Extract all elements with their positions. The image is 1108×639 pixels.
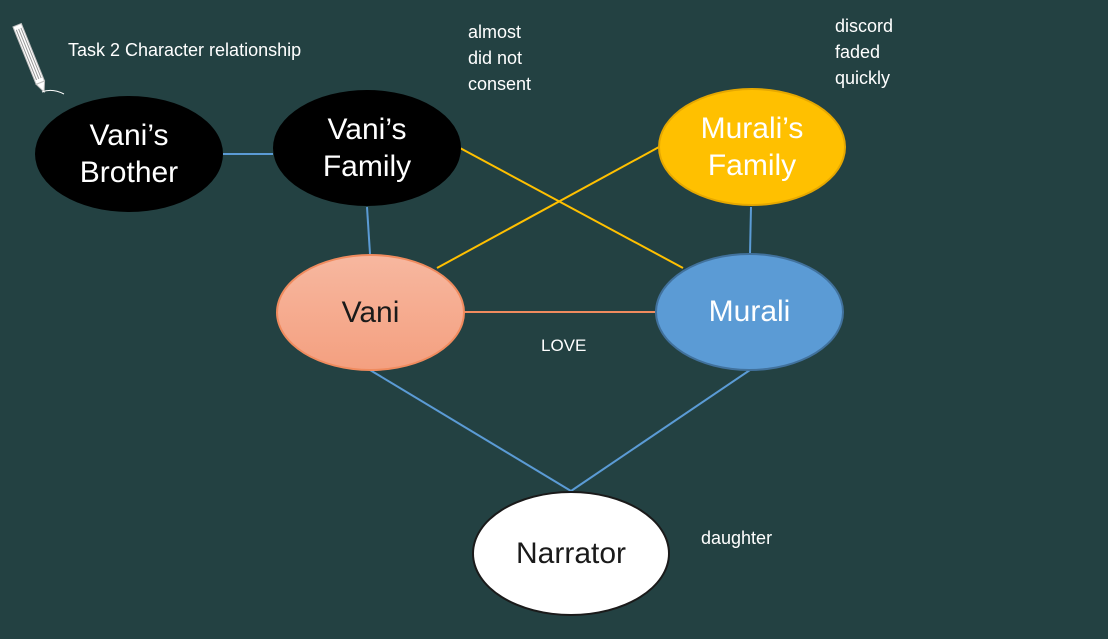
- annotation-consent-line2: did not: [468, 48, 523, 68]
- annotation-love: LOVE: [541, 336, 587, 355]
- node-murali-label: Murali: [708, 295, 791, 329]
- node-vani: Vani: [276, 254, 465, 371]
- node-muralis-family-line2: Family: [707, 149, 797, 182]
- edge-muralisfamily-vani: [436, 146, 660, 269]
- annotation-discord-line3: quickly: [835, 68, 891, 88]
- node-vani-label: Vani: [341, 295, 400, 329]
- node-narrator: Narrator: [472, 491, 670, 616]
- node-vanis-brother: Vani’s Brother: [35, 96, 223, 212]
- edge-vani-narrator: [369, 369, 572, 492]
- annotation-discord-faded-quickly: discord faded quickly: [835, 13, 893, 91]
- node-vanis-family-line1: Vani’s: [327, 112, 407, 146]
- node-narrator-label: Narrator: [515, 536, 627, 570]
- edge-vanisfamily-murali: [459, 147, 684, 269]
- node-vanis-family-line2: Family: [322, 150, 412, 183]
- node-vanis-family: Vani’s Family: [273, 90, 461, 206]
- node-muralis-family: Murali’s Family: [658, 88, 846, 206]
- annotation-consent-line3: consent: [468, 74, 532, 94]
- node-muralis-family-line1: Murali’s: [700, 111, 804, 145]
- node-vanis-brother-line2: Brother: [79, 156, 179, 189]
- edge-murali-narrator: [570, 369, 751, 492]
- annotation-consent-line1: almost: [468, 22, 522, 42]
- annotation-daughter: daughter: [701, 528, 773, 548]
- edge-muralisfamily-murali: [749, 206, 752, 255]
- pencil-icon: [12, 22, 65, 95]
- annotation-almost-did-not-consent: almost did not consent: [468, 19, 531, 97]
- page-title: Task 2 Character relationship: [68, 40, 302, 60]
- node-murali: Murali: [655, 253, 844, 371]
- edge-vanisfamily-vani: [366, 206, 371, 255]
- node-vanis-brother-line1: Vani’s: [89, 118, 169, 152]
- annotation-discord-line1: discord: [835, 16, 894, 36]
- annotation-discord-line2: faded: [835, 42, 881, 62]
